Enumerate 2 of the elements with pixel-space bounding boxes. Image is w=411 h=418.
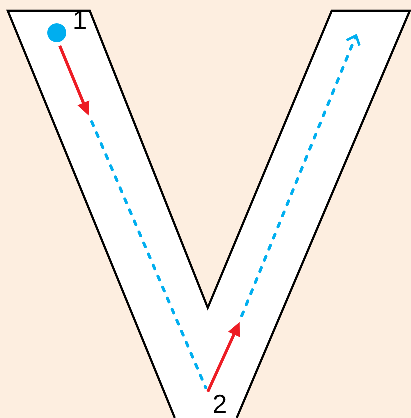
stroke-number: 2 [214, 394, 226, 414]
stroke-number: 1 [74, 11, 86, 29]
